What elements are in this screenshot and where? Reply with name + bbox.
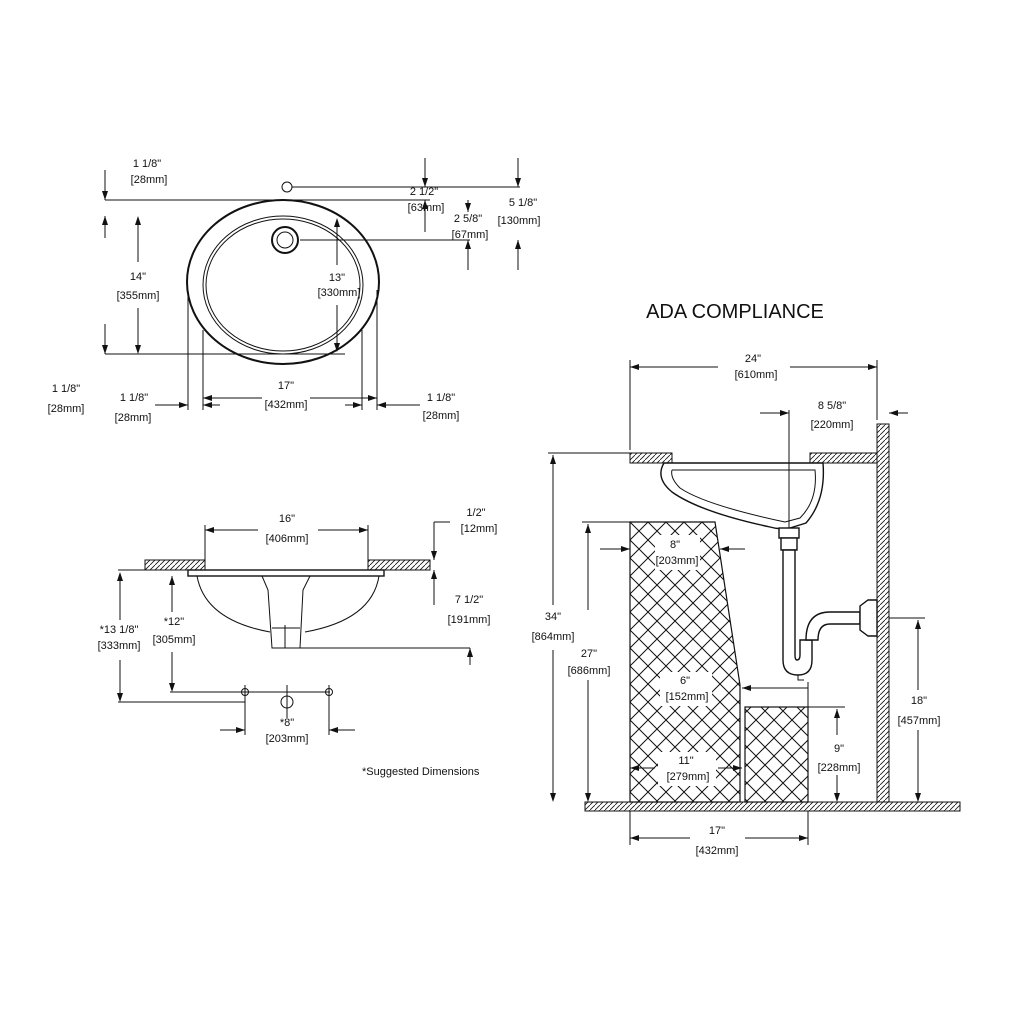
ada-dim-8-mm: [228mm] <box>818 762 861 774</box>
ada-dim-6-in: 6" <box>680 675 690 687</box>
side-dim-2-mm: [12mm] <box>461 523 498 535</box>
overflow-drain-inner <box>276 231 294 249</box>
ada-sink-bowl <box>660 462 825 530</box>
top-dim-7-in: 1 1/8" <box>52 383 80 395</box>
top-dim-7-mm: [28mm] <box>48 403 85 415</box>
overflow-drain <box>271 226 299 254</box>
ada-dim-3-mm: [864mm] <box>532 631 575 643</box>
ada-dim-10-mm: [432mm] <box>696 845 739 857</box>
countertop-left <box>144 559 206 571</box>
top-dim-4-mm: [130mm] <box>498 215 541 227</box>
wall <box>876 423 890 803</box>
ada-dim-2-mm: [220mm] <box>811 419 854 431</box>
ada-dim-7-mm: [279mm] <box>667 771 710 783</box>
ada-dim-1-in: 24" <box>745 353 761 365</box>
side-dim-3-in: 7 1/2" <box>455 594 483 606</box>
top-dim-6-in: 13" <box>329 272 345 284</box>
sink-bowl-profile <box>196 575 380 633</box>
ada-countertop-right <box>809 452 878 464</box>
top-dim-5-in: 14" <box>130 271 146 283</box>
ada-dim-5-mm: [203mm] <box>656 555 699 567</box>
ada-dim-1-mm: [610mm] <box>735 369 778 381</box>
side-dim-5-in: *12" <box>164 616 185 628</box>
top-dim-3-mm: [67mm] <box>452 229 489 241</box>
sink-bowl-inner <box>205 218 361 352</box>
side-dim-6-mm: [203mm] <box>266 733 309 745</box>
top-dim-5-mm: [355mm] <box>117 290 160 302</box>
knee-clearance-zone <box>629 521 741 803</box>
tailpiece-nut <box>778 527 800 539</box>
top-dim-8-in: 1 1/8" <box>120 392 148 404</box>
ada-dim-5-in: 8" <box>670 539 680 551</box>
ada-dim-9-mm: [457mm] <box>898 715 941 727</box>
side-dim-4-in: *13 1/8" <box>100 624 139 636</box>
ada-dim-10-in: 17" <box>709 825 725 837</box>
ada-dim-2-in: 8 5/8" <box>818 400 846 412</box>
ada-title: ADA COMPLIANCE <box>646 301 824 323</box>
side-view: 16" [406mm] 1/2" [12mm] 7 1/2" [191mm] *… <box>98 507 498 778</box>
top-dim-4-in: 5 1/8" <box>509 197 537 209</box>
drain-body <box>261 575 311 649</box>
side-dim-6-in: *8" <box>280 717 294 729</box>
ada-dim-4-in: 27" <box>581 648 597 660</box>
side-dim-5-mm: [305mm] <box>153 634 196 646</box>
side-dim-1-in: 16" <box>279 513 295 525</box>
ada-dim-7-in: 11" <box>678 755 693 767</box>
top-dim-6-mm: [330mm] <box>318 287 361 299</box>
top-dim-2-mm: [63mm] <box>408 202 445 214</box>
ada-view: ADA COMPLIANCE <box>532 301 961 857</box>
top-dim-3-in: 2 5/8" <box>454 213 482 225</box>
ada-dim-6-mm: [152mm] <box>666 691 709 703</box>
top-dim-10-mm: [28mm] <box>423 410 460 422</box>
top-dim-1-mm: [28mm] <box>131 174 168 186</box>
faucet-hole <box>281 181 293 193</box>
countertop-right <box>367 559 431 571</box>
top-dim-9-mm: [432mm] <box>265 399 308 411</box>
top-dim-9-in: 17" <box>278 380 294 392</box>
suggested-dimensions-note: *Suggested Dimensions <box>362 766 480 778</box>
top-dim-10-in: 1 1/8" <box>427 392 455 404</box>
tailpiece <box>782 549 813 676</box>
top-dim-2-in: 2 1/2" <box>410 186 438 198</box>
floor <box>584 801 961 812</box>
sink-rim-outline <box>186 199 380 365</box>
top-dim-8-mm: [28mm] <box>115 412 152 424</box>
side-dim-3-mm: [191mm] <box>448 614 491 626</box>
ada-dim-9-in: 18" <box>911 695 927 707</box>
ada-dim-8-in: 9" <box>834 743 844 755</box>
side-dim-4-mm: [333mm] <box>98 640 141 652</box>
side-dim-1-mm: [406mm] <box>266 533 309 545</box>
ada-dim-3-in: 34" <box>545 611 561 623</box>
toe-clearance-zone <box>744 706 809 803</box>
wall-flange <box>859 599 878 637</box>
top-view: 1 1/8" [28mm] 2 1/2" [63mm] 2 5/8" [67mm… <box>48 158 541 424</box>
ada-countertop-left <box>629 452 673 464</box>
sink-flange <box>187 569 385 577</box>
ada-dim-4-mm: [686mm] <box>568 665 611 677</box>
side-dim-2-in: 1/2" <box>466 507 485 519</box>
p-trap-arm <box>805 611 861 641</box>
top-dim-1-in: 1 1/8" <box>133 158 161 170</box>
sink-bowl-outline <box>202 215 364 355</box>
